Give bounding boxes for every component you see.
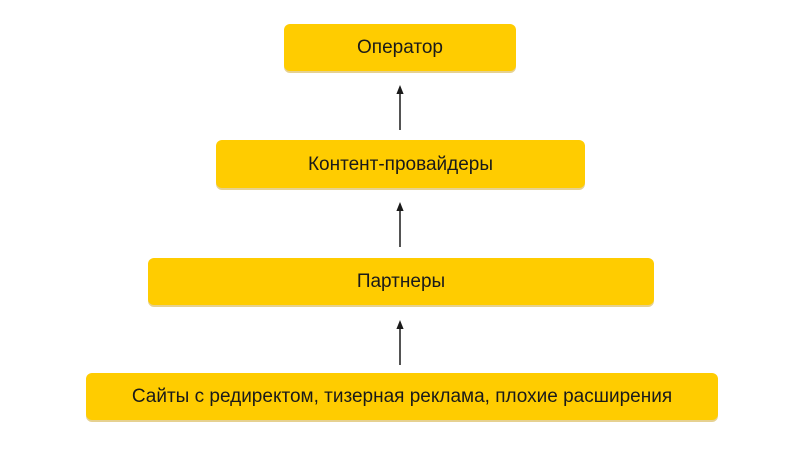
diagram-node-bad-sources: Сайты с редиректом, тизерная реклама, пл… <box>86 373 718 420</box>
diagram-node-label: Сайты с редиректом, тизерная реклама, пл… <box>131 386 673 407</box>
arrow-up-icon <box>396 85 404 130</box>
diagram-node-label: Оператор <box>357 37 443 58</box>
diagram-node-label: Партнеры <box>356 271 446 292</box>
arrow-up-icon <box>396 202 404 247</box>
diagram-node-partners: Партнеры <box>148 258 654 305</box>
arrow-up-icon <box>396 320 404 365</box>
diagram-node-content-providers: Контент-провайдеры <box>216 140 585 188</box>
diagram-node-label: Контент-провайдеры <box>307 153 494 175</box>
diagram-node-operator: Оператор <box>284 24 516 71</box>
